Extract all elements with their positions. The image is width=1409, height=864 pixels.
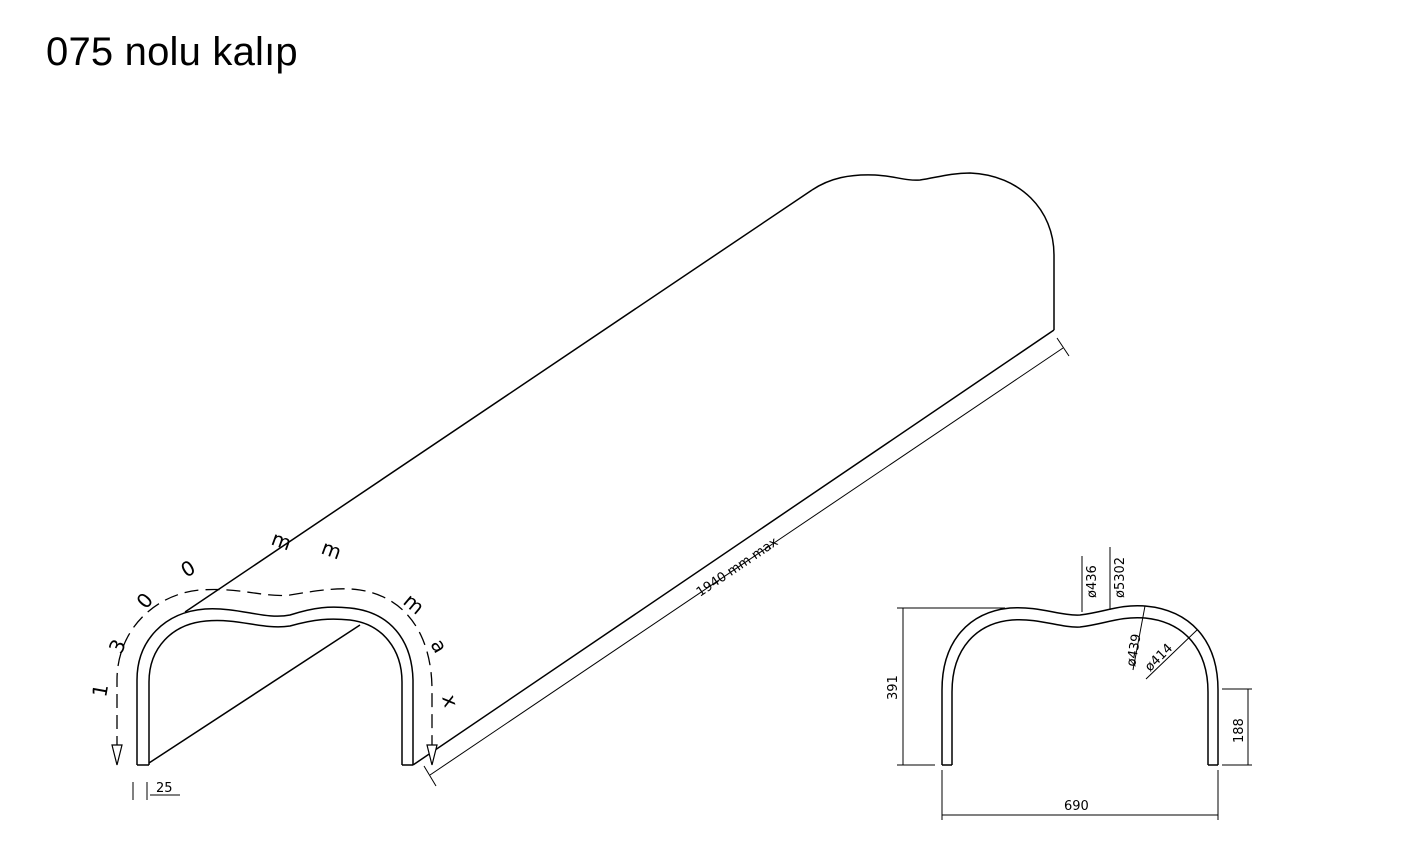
arc-arrow-right xyxy=(426,744,438,766)
arc-label-char: m xyxy=(399,588,429,619)
dia-439-label: ø439 xyxy=(1124,633,1144,668)
dia-5302-label: ø5302 xyxy=(1113,557,1128,598)
dia-439-leader xyxy=(1132,605,1146,671)
dia-414-leader xyxy=(1145,629,1198,680)
inner-bottom-edge xyxy=(148,624,361,764)
page-title: 075 nolu kalıp xyxy=(46,30,298,74)
back-profile xyxy=(811,172,1055,330)
arc-label-char: m xyxy=(268,526,295,555)
developed-length-arc xyxy=(116,588,433,750)
isometric-view: 1940 mm max 1 3 0 0 m m m a x 25 xyxy=(87,172,1070,800)
width-label: 690 xyxy=(1064,799,1089,814)
arc-label-char: x xyxy=(437,692,463,710)
thickness-label: 25 xyxy=(156,781,173,796)
arc-arrow-left xyxy=(111,744,123,766)
arc-label-char: 1 xyxy=(87,682,113,699)
dia-414-label: ø414 xyxy=(1142,641,1176,675)
height-label: 391 xyxy=(886,675,901,700)
arc-label-char: a xyxy=(426,635,453,658)
length-dimension-line xyxy=(429,347,1064,776)
front-profile-outer xyxy=(136,606,414,765)
dia-436-label: ø436 xyxy=(1085,565,1100,598)
section-view: 690 391 188 ø436 ø5302 ø439 ø414 xyxy=(886,547,1252,820)
outer-bottom-edge xyxy=(412,329,1055,766)
arc-label-char: 0 xyxy=(131,588,158,613)
section-outer xyxy=(941,604,1219,765)
length-dimension-tick-start xyxy=(423,765,437,787)
front-profile-inner xyxy=(148,618,403,765)
length-dimension-tick-end xyxy=(1056,337,1070,357)
section-inner xyxy=(951,616,1209,765)
arc-label-char: 0 xyxy=(177,555,200,582)
top-edge xyxy=(184,189,813,613)
leg-label: 188 xyxy=(1232,718,1247,743)
arc-label-char: m xyxy=(318,535,345,564)
